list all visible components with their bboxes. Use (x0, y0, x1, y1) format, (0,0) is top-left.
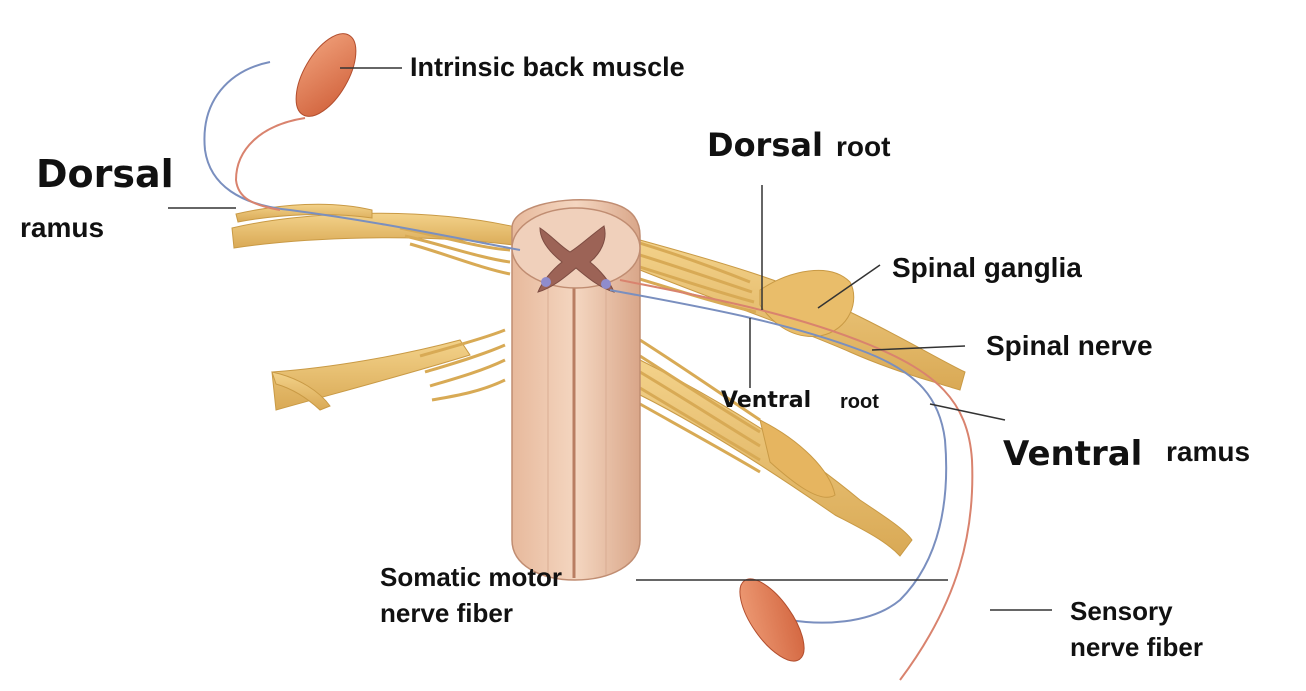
label-dorsal-root-a: Dorsal (707, 126, 823, 164)
label-sensory-line2: nerve fiber (1070, 632, 1203, 663)
left-dorsal-nerve (232, 213, 520, 248)
intrinsic-back-muscle-shape (284, 24, 368, 126)
label-intrinsic-back-muscle: Intrinsic back muscle (410, 52, 685, 83)
label-ventral-root-b: root (840, 391, 879, 414)
label-ventral-ramus-b: ramus (1166, 436, 1250, 468)
label-spinal-ganglia: Spinal ganglia (892, 252, 1082, 284)
label-somatic-motor-line1: Somatic motor (380, 562, 562, 593)
label-dorsal-root-b: root (836, 131, 890, 163)
label-spinal-nerve: Spinal nerve (986, 330, 1153, 362)
left-rootlets (400, 228, 510, 400)
label-dorsal-ramus-bottom: ramus (20, 212, 104, 244)
label-sensory-line1: Sensory (1070, 596, 1173, 627)
label-dorsal-ramus-top: Dorsal (36, 152, 174, 196)
label-somatic-motor-line2: nerve fiber (380, 598, 513, 629)
limb-muscle-shape (728, 569, 816, 671)
label-ventral-root-a: Ventral (721, 388, 811, 413)
label-ventral-ramus-a: Ventral (1003, 434, 1142, 474)
dorsal-sensory-fiber (236, 118, 305, 210)
